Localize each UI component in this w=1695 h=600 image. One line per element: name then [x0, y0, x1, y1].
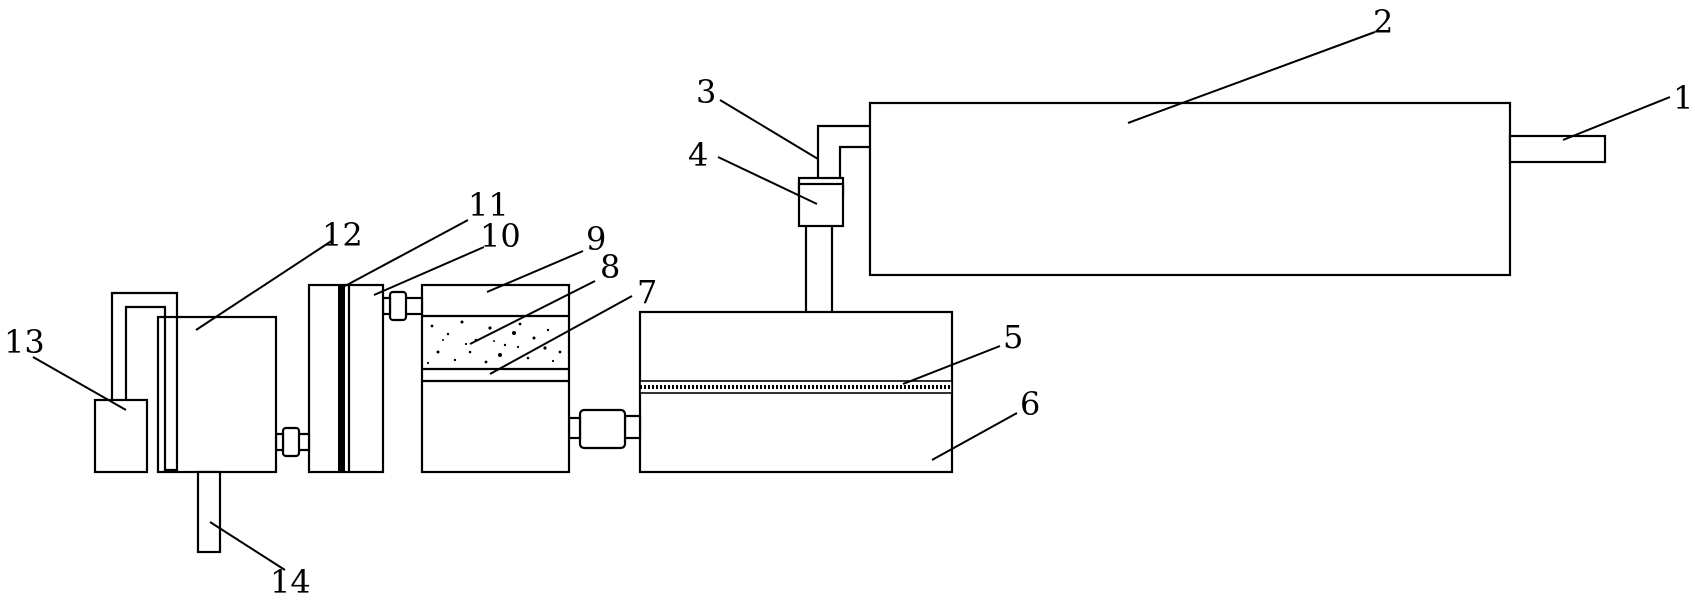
component-12-tank	[156, 315, 278, 474]
label-10: 10	[480, 217, 521, 255]
connector-9-10	[381, 290, 424, 322]
siphon-tube	[110, 291, 179, 472]
connector-6-7	[567, 408, 642, 450]
label-3: 3	[696, 73, 716, 111]
label-8: 8	[600, 248, 620, 286]
label-14: 14	[270, 563, 311, 600]
component-9-box	[420, 283, 571, 474]
label-9: 9	[586, 220, 606, 258]
leader-lines	[32, 31, 1671, 571]
component-3-elbow-pipe	[816, 124, 870, 178]
component-10-unit	[307, 283, 385, 474]
component-11-membrane	[338, 285, 345, 472]
label-6: 6	[1020, 385, 1040, 423]
vertical-pipe	[804, 226, 834, 312]
part-labels: 1 2 3 4 5 6 7 8 9 10 11 12 13 14	[4, 3, 1693, 600]
label-1: 1	[1673, 79, 1693, 117]
component-4-valve	[797, 182, 845, 228]
label-5: 5	[1003, 318, 1023, 356]
component-14-drain-pipe	[196, 470, 222, 554]
label-7: 7	[637, 273, 657, 311]
component-13-box	[93, 398, 149, 474]
label-13: 13	[4, 323, 45, 361]
connector-10-12	[274, 426, 311, 458]
label-2: 2	[1373, 3, 1393, 41]
label-12: 12	[322, 216, 363, 254]
component-1-pipe	[1508, 134, 1607, 164]
label-4: 4	[688, 136, 708, 174]
component-5-filter-layer	[639, 380, 953, 394]
component-2-drum	[868, 101, 1512, 277]
label-11: 11	[468, 186, 509, 224]
